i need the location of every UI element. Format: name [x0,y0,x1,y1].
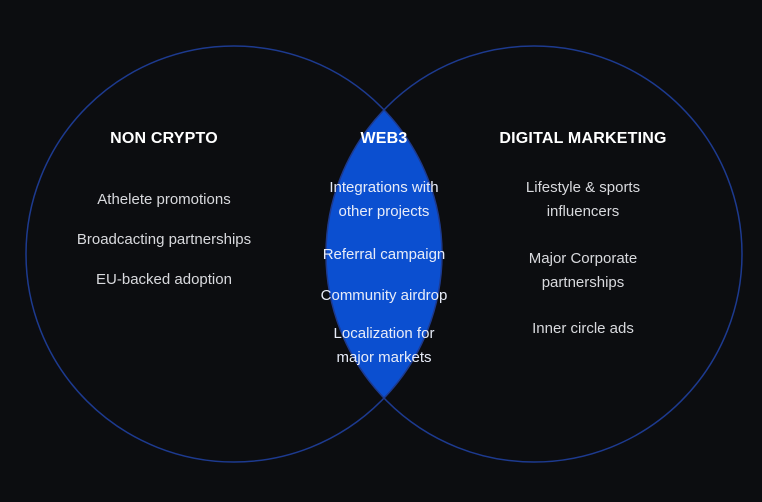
center-set-title: WEB3 [360,130,408,147]
center-item-3: Community airdrop [320,287,448,304]
center-item-2: Referral campaign [322,246,446,263]
left-circle [25,45,443,463]
right-item-3: Inner circle ads [532,320,634,337]
left-item-3: EU-backed adoption [96,271,232,288]
center-item-1-line-1: Integrations with [329,179,439,196]
center-item-4-line-2: major markets [336,349,432,366]
right-item-1-line-2: influencers [546,203,620,220]
right-item-2-line-1: Major Corporate [528,250,638,267]
right-item-1-line-1: Lifestyle & sports [525,179,641,196]
center-item-4-line-1: Localization for [333,325,435,342]
right-item-2-line-2: partnerships [541,274,625,291]
left-item-2: Broadcacting partnerships [76,231,252,248]
right-circle [325,45,743,463]
right-set-title: DIGITAL MARKETING [499,130,667,147]
left-set-title: NON CRYPTO [110,130,218,147]
left-item-1: Athelete promotions [97,191,231,208]
center-item-1-line-2: other projects [338,203,430,220]
